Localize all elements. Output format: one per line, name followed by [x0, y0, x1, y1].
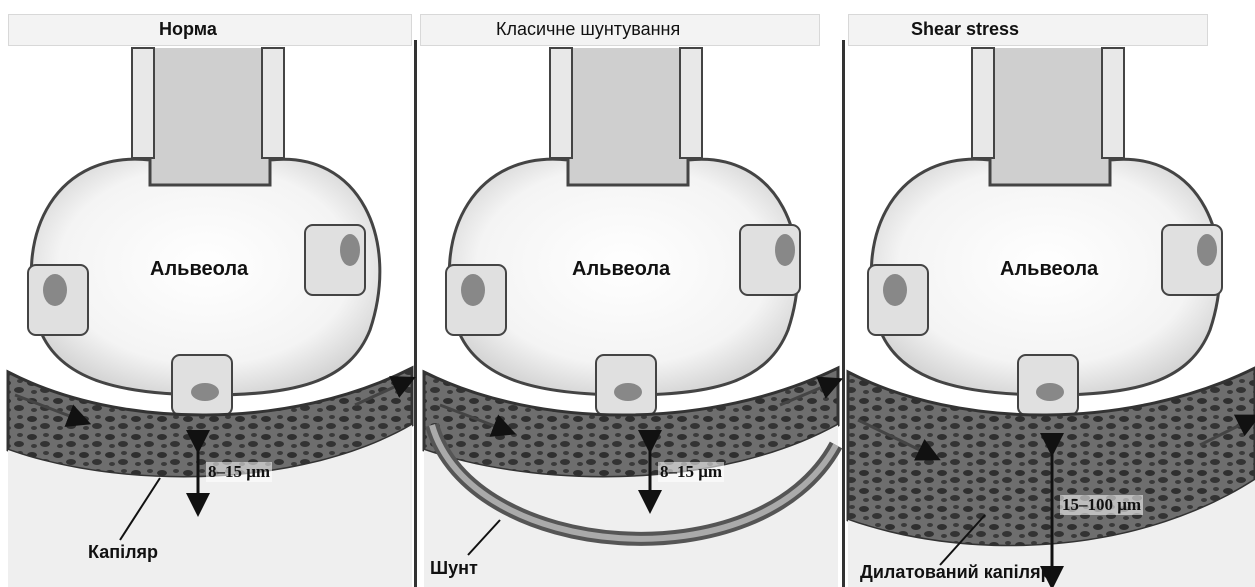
panel-3-callout: Дилатований капіляр	[860, 562, 1052, 583]
panel-1-callout: Капіляр	[88, 542, 158, 563]
panel-3-illustration	[848, 48, 1255, 587]
panel-3-measurement: 15–100 μm	[1060, 495, 1143, 515]
panel-2-callout: Шунт	[430, 558, 478, 579]
panel-1-alveolus-label: Альвеола	[150, 258, 248, 281]
panel-1-measurement: 8–15 μm	[206, 462, 272, 482]
panel-2-illustration	[424, 48, 838, 587]
panel-3-alveolus-label: Альвеола	[1000, 258, 1098, 281]
panel-2-alveolus-label: Альвеола	[572, 258, 670, 281]
panel-1-illustration	[8, 48, 412, 587]
panel-2-measurement: 8–15 μm	[658, 462, 724, 482]
